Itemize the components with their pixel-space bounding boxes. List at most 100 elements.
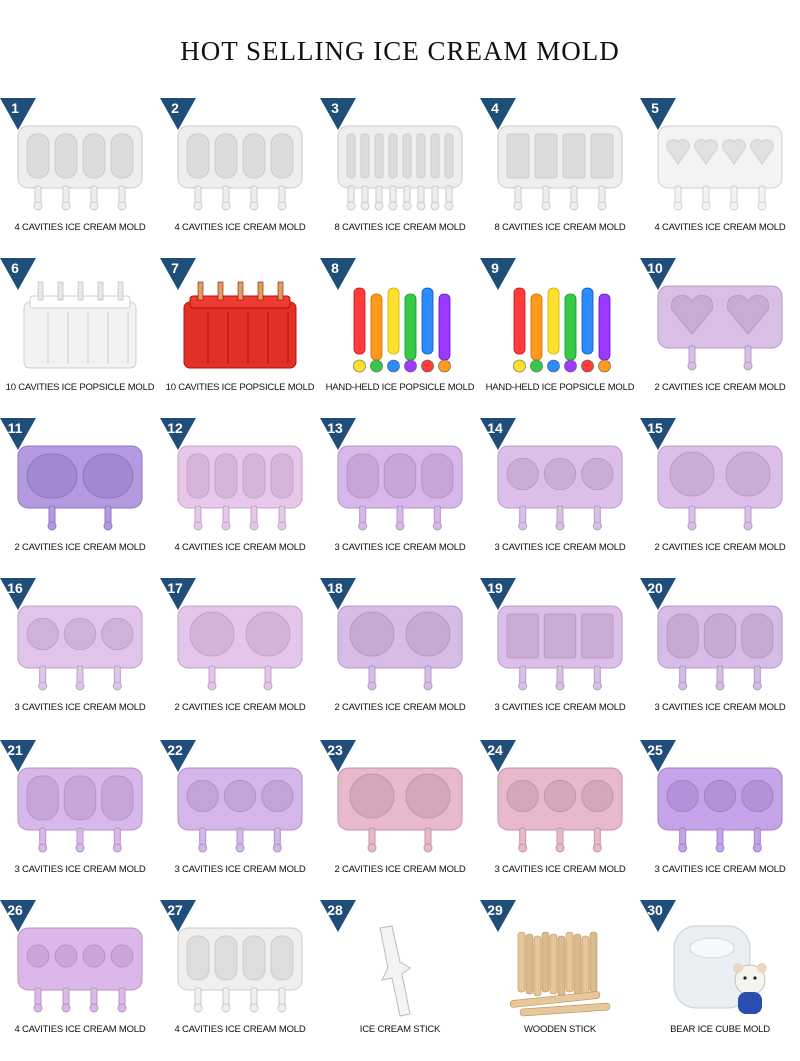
item-number-badge: 4 [480, 98, 516, 130]
item-number-badge: 24 [480, 740, 516, 772]
product-label: BEAR ICE CUBE MOLD [670, 1024, 770, 1035]
item-number-badge: 10 [640, 258, 676, 290]
item-number: 16 [7, 580, 23, 596]
item-number: 19 [487, 580, 503, 596]
item-number-badge: 22 [160, 740, 196, 772]
product-label: 3 CAVITIES ICE CREAM MOLD [654, 864, 786, 875]
product-label: 2 CAVITIES ICE CREAM MOLD [334, 864, 466, 875]
product-image [650, 922, 790, 1022]
product-image [330, 440, 470, 540]
item-number: 28 [327, 902, 343, 918]
item-number-badge: 6 [0, 258, 36, 290]
item-number-badge: 25 [640, 740, 676, 772]
item-number: 8 [331, 260, 339, 276]
item-number: 24 [487, 742, 503, 758]
product-image [330, 280, 470, 380]
product-image [10, 762, 150, 862]
item-number: 21 [7, 742, 23, 758]
product-image [170, 120, 310, 220]
product-image [490, 600, 630, 700]
product-item: 13 3 CAVITIES ICE CREAM MOLD [320, 418, 480, 578]
product-label: 3 CAVITIES ICE CREAM MOLD [14, 864, 146, 875]
item-number: 1 [11, 100, 19, 116]
item-number: 18 [327, 580, 343, 596]
product-item: 21 3 CAVITIES ICE CREAM MOLD [0, 740, 160, 900]
product-item: 17 2 CAVITIES ICE CREAM MOLD [160, 578, 320, 738]
item-number: 3 [331, 100, 339, 116]
item-number: 7 [171, 260, 179, 276]
item-number: 12 [167, 420, 183, 436]
product-item: 15 2 CAVITIES ICE CREAM MOLD [640, 418, 800, 578]
product-image [170, 922, 310, 1022]
product-image [650, 280, 790, 380]
product-label: 4 CAVITIES ICE CREAM MOLD [174, 1024, 306, 1035]
product-item: 22 3 CAVITIES ICE CREAM MOLD [160, 740, 320, 900]
item-number-badge: 8 [320, 258, 356, 290]
product-label: 4 CAVITIES ICE CREAM MOLD [14, 222, 146, 233]
item-number-badge: 15 [640, 418, 676, 450]
item-number-badge: 9 [480, 258, 516, 290]
item-number: 14 [487, 420, 503, 436]
product-item: 14 3 CAVITIES ICE CREAM MOLD [480, 418, 640, 578]
product-image [170, 600, 310, 700]
product-label: 3 CAVITIES ICE CREAM MOLD [654, 702, 786, 713]
product-image [490, 120, 630, 220]
item-number-badge: 30 [640, 900, 676, 932]
product-image [330, 762, 470, 862]
product-label: 10 CAVITIES ICE POPSICLE MOLD [5, 382, 155, 393]
product-label: 3 CAVITIES ICE CREAM MOLD [14, 702, 146, 713]
product-label: HAND-HELD ICE POPSICLE MOLD [485, 382, 635, 393]
product-image [490, 440, 630, 540]
product-image [170, 762, 310, 862]
product-item: 24 3 CAVITIES ICE CREAM MOLD [480, 740, 640, 900]
product-image [650, 120, 790, 220]
product-item: 1 4 CAVITIES ICE CREAM MOLD [0, 98, 160, 258]
item-number-badge: 13 [320, 418, 356, 450]
product-label: 3 CAVITIES ICE CREAM MOLD [334, 542, 466, 553]
product-label: 4 CAVITIES ICE CREAM MOLD [14, 1024, 146, 1035]
item-number: 2 [171, 100, 179, 116]
item-number-badge: 16 [0, 578, 36, 610]
product-item: 12 4 CAVITIES ICE CREAM MOLD [160, 418, 320, 578]
item-number: 5 [651, 100, 659, 116]
item-number-badge: 26 [0, 900, 36, 932]
product-label: 2 CAVITIES ICE CREAM MOLD [14, 542, 146, 553]
item-number-badge: 19 [480, 578, 516, 610]
product-label: 3 CAVITIES ICE CREAM MOLD [494, 864, 626, 875]
item-number: 6 [11, 260, 19, 276]
item-number-badge: 5 [640, 98, 676, 130]
item-number: 9 [491, 260, 499, 276]
product-item: 11 2 CAVITIES ICE CREAM MOLD [0, 418, 160, 578]
item-number: 22 [167, 742, 183, 758]
item-number-badge: 14 [480, 418, 516, 450]
product-image [650, 600, 790, 700]
item-number: 30 [647, 902, 663, 918]
item-number: 4 [491, 100, 499, 116]
item-number-badge: 12 [160, 418, 196, 450]
product-label: 3 CAVITIES ICE CREAM MOLD [494, 542, 626, 553]
item-number-badge: 17 [160, 578, 196, 610]
product-label: 2 CAVITIES ICE CREAM MOLD [174, 702, 306, 713]
product-label: 3 CAVITIES ICE CREAM MOLD [174, 864, 306, 875]
product-label: 4 CAVITIES ICE CREAM MOLD [174, 542, 306, 553]
product-label: ICE CREAM STICK [359, 1024, 441, 1035]
product-image [10, 280, 150, 380]
item-number-badge: 23 [320, 740, 356, 772]
item-number-badge: 11 [0, 418, 36, 450]
item-number-badge: 29 [480, 900, 516, 932]
product-label: 2 CAVITIES ICE CREAM MOLD [654, 542, 786, 553]
product-label: 2 CAVITIES ICE CREAM MOLD [334, 702, 466, 713]
product-image [490, 280, 630, 380]
product-image [330, 600, 470, 700]
product-label: 8 CAVITIES ICE CREAM MOLD [494, 222, 626, 233]
